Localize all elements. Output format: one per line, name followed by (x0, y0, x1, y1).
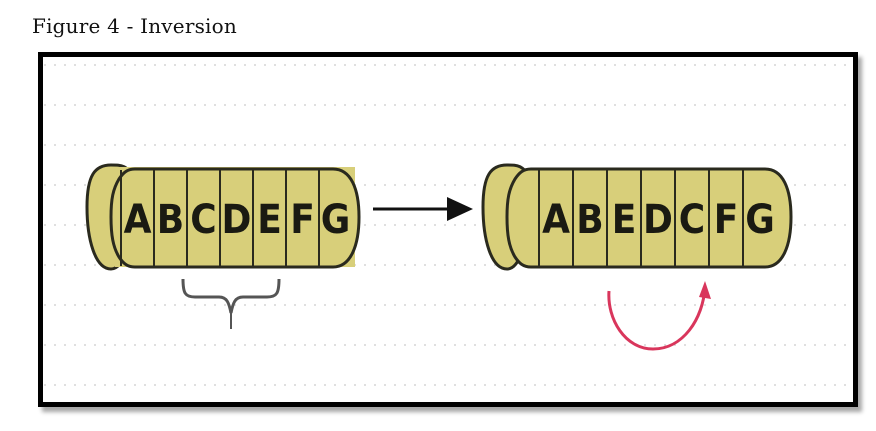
after-gene-c: C (679, 197, 705, 243)
after-gene-g: G (745, 197, 775, 243)
after-gene-e: E (612, 197, 637, 243)
before-gene-b: B (157, 197, 184, 243)
after-gene-b: B (576, 197, 603, 243)
before-gene-d: D (222, 197, 252, 243)
after-gene-f: F (714, 197, 739, 243)
figure-caption: Figure 4 - Inversion (32, 14, 237, 38)
right-arrow-icon (373, 197, 473, 221)
chromosome-outline-after (505, 167, 793, 269)
before-gene-c: C (190, 197, 216, 243)
before-gene-g: G (321, 197, 351, 243)
after-gene-d: D (643, 197, 673, 243)
before-gene-f: F (290, 197, 315, 243)
before-gene-a: A (124, 197, 152, 243)
inversion-arc-arrowhead (699, 281, 711, 299)
before-gene-e: E (257, 197, 282, 243)
after-gene-a: A (542, 197, 570, 243)
inversion-arc-icon (607, 286, 707, 351)
